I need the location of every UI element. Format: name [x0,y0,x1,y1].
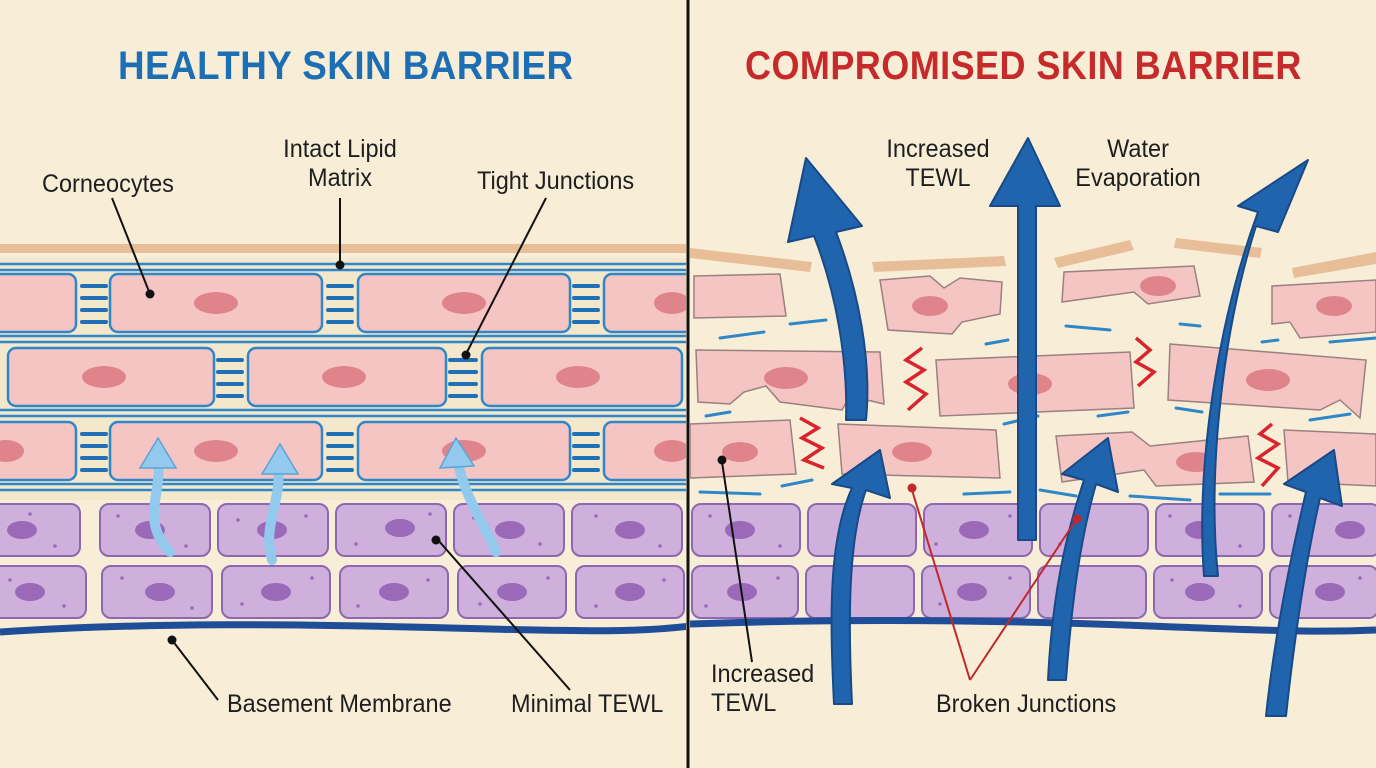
broken-junction-cracks [798,336,1282,488]
compromised-basal-row-2 [691,565,1376,619]
increased-tewl-bottom-line1: Increased [711,660,815,688]
healthy-top-layer [0,244,686,253]
basal-speckles-left [8,512,666,610]
healthy-leader-dots [145,260,471,645]
broken-junction-leaders [911,489,1077,681]
increased-tewl-arrows [787,137,1343,717]
water-evaporation-line2: Evaporation [1075,164,1201,192]
minimal-tewl-arrowheads [138,436,476,475]
water-evaporation-line1: Water [1107,135,1169,163]
increased-tewl-top-line1: Increased [886,135,990,163]
tight-junctions-label: Tight Junctions [477,167,635,195]
increased-tewl-top-line2: TEWL [905,164,971,192]
basal-speckles-right [704,514,1362,608]
compromised-top-layer [690,238,1376,278]
minimal-tewl-arrows [148,457,501,565]
increased-tewl-bottom-line2: TEWL [711,689,777,717]
broken-junctions-label: Broken Junctions [936,690,1117,718]
broken-lipid-lines [698,318,1376,502]
broken-corneocytes-row-1 [693,265,1376,339]
corneocyte-row-2 [6,346,684,408]
compromised-basement-membrane [690,616,1376,635]
corneocytes-label: Corneocytes [42,170,174,198]
compromised-title: COMPROMISED SKIN BARRIER [745,44,1302,88]
tight-junctions [80,284,600,472]
intact-lipid-label-line2: Matrix [308,164,372,192]
healthy-panel [0,197,686,701]
compromised-leader-lines-dark [721,461,753,663]
basement-membrane-label: Basement Membrane [227,690,452,718]
healthy-basement-membrane [0,621,686,636]
compromised-panel [690,137,1376,717]
intact-lipid-lines [0,262,686,492]
intact-lipid-label-line1: Intact Lipid [283,135,397,163]
healthy-title: HEALTHY SKIN BARRIER [118,44,574,88]
minimal-tewl-label: Minimal TEWL [511,690,664,718]
corneocyte-row-1 [0,272,686,334]
basal-cells-row-2 [0,565,685,619]
healthy-leader-lines [111,197,571,701]
compromised-leader-dots [717,455,1082,524]
basal-cells-row-1 [0,503,683,557]
